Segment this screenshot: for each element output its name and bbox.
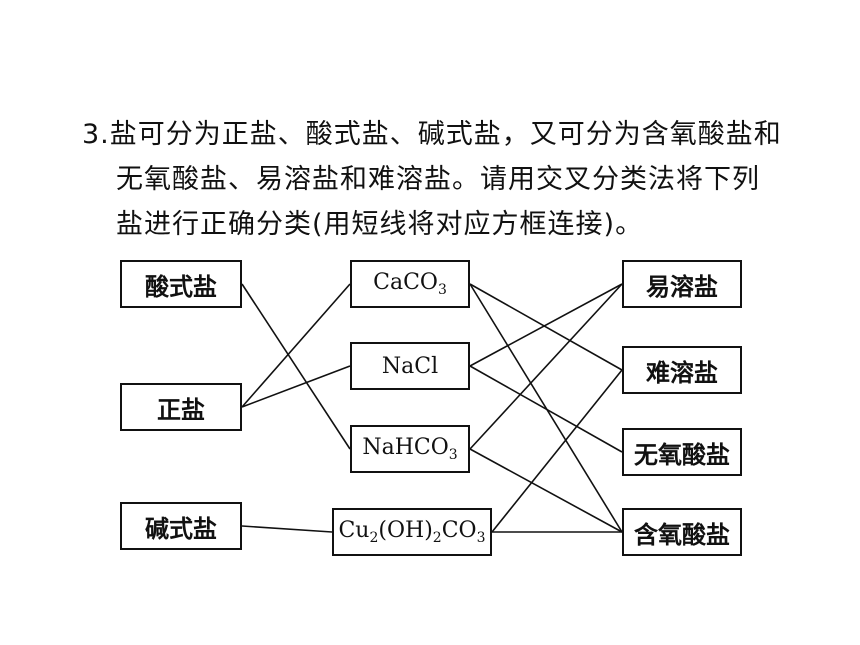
box-oxyacid-salt[interactable]: 含氧酸盐 xyxy=(622,508,742,556)
box-basic-salt-label: 碱式盐 xyxy=(145,514,217,543)
box-acid-salt-label: 酸式盐 xyxy=(145,272,217,301)
question-line-2: 无氧酸盐、易溶盐和难溶盐。请用交叉分类法将下列 xyxy=(116,164,760,195)
box-normal-salt-label: 正盐 xyxy=(157,395,205,424)
link-nahco3-soluble xyxy=(469,283,623,450)
box-oxyacid-salt-label: 含氧酸盐 xyxy=(634,520,730,549)
formula-text: Cu2(OH)2CO3 xyxy=(338,518,486,546)
link-caco3-insoluble xyxy=(469,283,623,371)
box-nahco3[interactable]: NaHCO3 xyxy=(350,425,470,473)
link-basic-cu2oh2co3 xyxy=(241,525,333,533)
question-line-1-text: 盐可分为正盐、酸式盐、碱式盐，又可分为含氧酸盐和 xyxy=(109,119,782,150)
box-oxygen-free-acid-salt[interactable]: 无氧酸盐 xyxy=(622,428,742,476)
question-number: 3. xyxy=(82,119,110,150)
link-normal-nacl xyxy=(241,365,351,408)
box-caco3[interactable]: CaCO3 xyxy=(350,260,470,308)
link-normal-caco3 xyxy=(241,283,351,408)
question-text: 3.盐可分为正盐、酸式盐、碱式盐，又可分为含氧酸盐和 无氧酸盐、易溶盐和难溶盐。… xyxy=(82,112,802,247)
link-cu2oh2co3-insoluble xyxy=(491,369,623,533)
formula-text: CaCO3 xyxy=(373,270,447,298)
box-basic-salt[interactable]: 碱式盐 xyxy=(120,502,242,550)
box-soluble-salt-label: 易溶盐 xyxy=(646,272,718,301)
link-acid-nahco3 xyxy=(241,283,351,450)
box-insoluble-salt-label: 难溶盐 xyxy=(646,358,718,387)
question-line-3: 盐进行正确分类(用短线将对应方框连接)。 xyxy=(116,209,644,240)
box-insoluble-salt[interactable]: 难溶盐 xyxy=(622,346,742,394)
box-oxygen-free-acid-salt-label: 无氧酸盐 xyxy=(634,440,730,469)
box-cu2oh2co3[interactable]: Cu2(OH)2CO3 xyxy=(332,508,492,556)
box-soluble-salt[interactable]: 易溶盐 xyxy=(622,260,742,308)
formula-text: NaHCO3 xyxy=(362,435,458,463)
formula-text: NaCl xyxy=(381,353,439,379)
link-caco3-oxy xyxy=(469,283,623,533)
question-line-1: 3.盐可分为正盐、酸式盐、碱式盐，又可分为含氧酸盐和 xyxy=(82,112,802,157)
box-acid-salt[interactable]: 酸式盐 xyxy=(120,260,242,308)
link-nacl-soluble xyxy=(469,283,623,367)
link-nacl-oxygen_free xyxy=(469,365,623,453)
box-normal-salt[interactable]: 正盐 xyxy=(120,383,242,431)
box-nacl[interactable]: NaCl xyxy=(350,342,470,390)
link-nahco3-oxy xyxy=(469,448,623,533)
